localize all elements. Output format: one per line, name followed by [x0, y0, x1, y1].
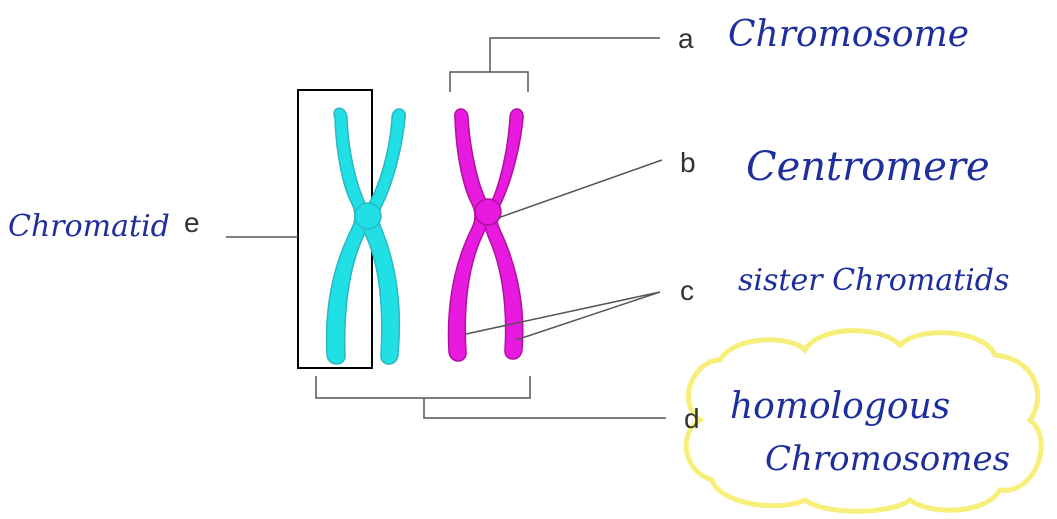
- right-chromatid-1: [447, 108, 490, 362]
- left-centromere: [354, 202, 382, 230]
- right-centromere: [474, 198, 502, 226]
- label-centromere: Centromere: [746, 144, 990, 190]
- right-chromosome: [447, 108, 524, 362]
- leader-line-b: [497, 159, 663, 219]
- letter-c: c: [680, 275, 694, 306]
- left-chromosome: [325, 107, 406, 365]
- label-chromatid: Chromatid: [8, 209, 170, 244]
- letter-d: d: [684, 403, 700, 434]
- left-chromatid-1: [325, 107, 370, 365]
- left-chromatid-2: [362, 108, 406, 365]
- leader-line-a: [449, 37, 660, 92]
- highlight-cloud: [683, 328, 1044, 514]
- letter-b: b: [680, 147, 696, 178]
- letter-a: a: [678, 23, 694, 54]
- leader-line-c: [465, 291, 661, 341]
- leader-lines: [226, 37, 666, 419]
- label-sister-chromatids: sister Chromatids: [738, 263, 1009, 298]
- label-chromosome: Chromosome: [728, 14, 969, 55]
- leader-line-d: [315, 376, 666, 419]
- letter-e: e: [184, 207, 200, 238]
- label-homologous-line1: homologous: [730, 386, 950, 427]
- label-homologous-line2: Chromosomes: [765, 439, 1010, 479]
- right-chromatid-2: [484, 108, 524, 360]
